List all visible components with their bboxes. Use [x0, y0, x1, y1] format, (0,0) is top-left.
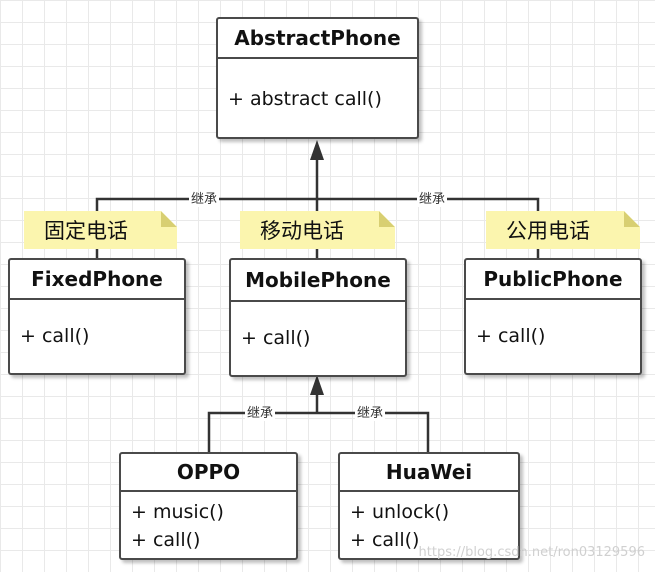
method: + abstract call() — [228, 88, 382, 110]
class-mobile-phone[interactable]: MobilePhone + call() — [229, 258, 407, 377]
class-name: PublicPhone — [466, 260, 640, 300]
edge-label-inherit-right: 继承 — [417, 192, 448, 207]
note-public-phone[interactable]: 公用电话 — [486, 211, 640, 249]
note-fixed-phone[interactable]: 固定电话 — [24, 211, 177, 249]
class-abstract-phone[interactable]: AbstractPhone + abstract call() — [216, 17, 419, 139]
edge-label-inherit-oppo: 继承 — [245, 406, 276, 421]
class-name: AbstractPhone — [218, 19, 417, 59]
method: + music() — [131, 501, 224, 523]
class-oppo[interactable]: OPPO + music() + call() — [119, 452, 298, 560]
note-public-text: 公用电话 — [506, 219, 590, 243]
class-methods: + abstract call() — [218, 59, 417, 119]
method: + call() — [241, 327, 311, 349]
class-methods: + music() + call() — [121, 492, 296, 560]
class-name: FixedPhone — [10, 260, 184, 300]
class-methods: + call() — [466, 300, 640, 356]
method: + unlock() — [350, 501, 450, 523]
class-methods: + call() — [10, 300, 184, 356]
method: + call() — [476, 325, 546, 347]
edge-label-inherit-left: 继承 — [189, 192, 220, 207]
class-name: MobilePhone — [231, 260, 405, 302]
note-fixed-text: 固定电话 — [44, 219, 128, 243]
class-huawei[interactable]: HuaWei + unlock() + call() — [338, 452, 520, 560]
class-methods: + call() — [231, 302, 405, 358]
method: + call() — [131, 529, 201, 551]
connector-subclass-bus — [207, 411, 430, 452]
method: + call() — [350, 529, 420, 551]
arrowhead-abstract — [310, 140, 324, 160]
class-public-phone[interactable]: PublicPhone + call() — [464, 258, 642, 375]
class-name: OPPO — [121, 454, 296, 492]
watermark: https://blog.csdn.net/ron03129596 — [418, 545, 645, 560]
note-mobile-phone[interactable]: 移动电话 — [240, 211, 395, 249]
class-methods: + unlock() + call() — [340, 492, 518, 560]
note-mobile-text: 移动电话 — [260, 219, 344, 243]
method: + call() — [20, 325, 90, 347]
class-fixed-phone[interactable]: FixedPhone + call() — [8, 258, 186, 375]
arrowhead-mobile — [310, 375, 324, 395]
edge-label-inherit-huawei: 继承 — [355, 406, 386, 421]
class-name: HuaWei — [340, 454, 518, 492]
